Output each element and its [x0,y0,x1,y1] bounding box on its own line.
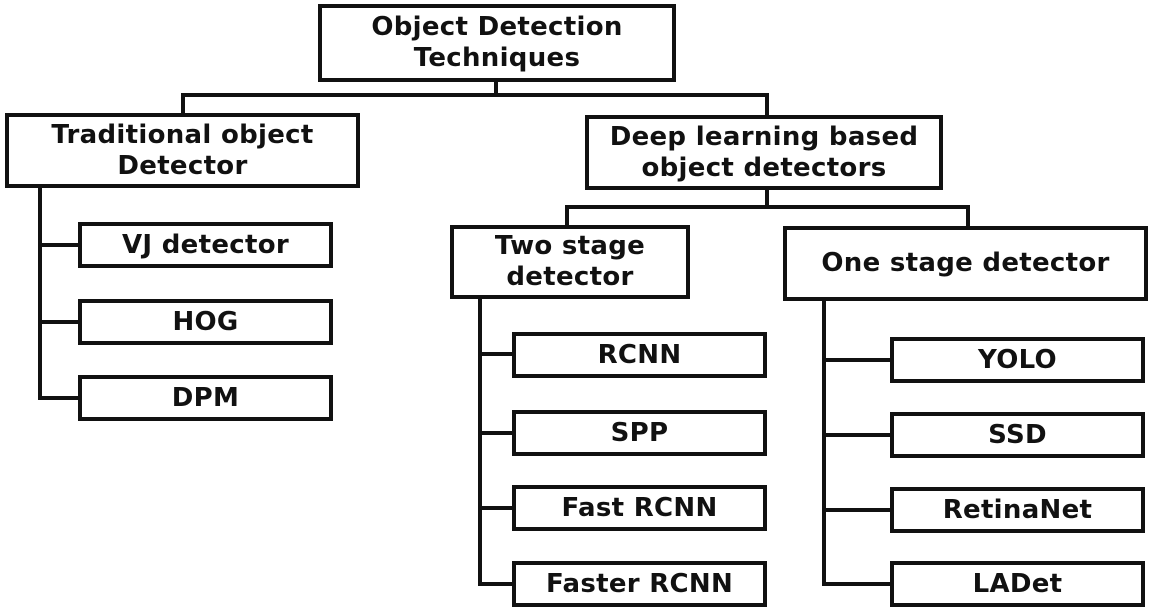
connector-traditional-vj [38,243,78,247]
connector-traditional-hog [38,320,78,324]
node-fast-rcnn: Fast RCNN [512,485,767,531]
node-one-stage: One stage detector [783,226,1148,301]
connector-level2-horizontal [565,205,970,209]
connector-to-two-stage [565,205,569,225]
node-ssd: SSD [890,412,1145,458]
connector-traditional-spine [38,188,42,398]
connector-one-stage-yolo [822,358,890,362]
connector-two-stage-faster-rcnn [478,582,512,586]
node-hog: HOG [78,299,333,345]
node-two-stage: Two stage detector [450,225,690,299]
node-spp: SPP [512,410,767,456]
node-faster-rcnn: Faster RCNN [512,561,767,607]
connector-root-down [494,82,498,96]
node-rcnn: RCNN [512,332,767,378]
connector-traditional-dpm [38,396,78,400]
connector-two-stage-fast-rcnn [478,506,512,510]
connector-two-stage-spp [478,431,512,435]
connector-one-stage-spine [822,301,826,586]
node-deep-learning: Deep learning based object detectors [585,115,943,190]
node-vj-detector: VJ detector [78,222,333,268]
connector-to-traditional [181,93,185,113]
connector-two-stage-spine [478,299,482,586]
connector-one-stage-ssd [822,433,890,437]
connector-two-stage-rcnn [478,352,512,356]
connector-level1-horizontal [181,93,769,97]
node-ladet: LADet [890,561,1145,607]
connector-to-one-stage [966,205,970,226]
node-root: Object Detection Techniques [318,4,676,82]
connector-deep-down [765,190,769,208]
connector-to-deep-learning [765,93,769,115]
node-retinanet: RetinaNet [890,487,1145,533]
connector-one-stage-retinanet [822,508,890,512]
node-yolo: YOLO [890,337,1145,383]
node-dpm: DPM [78,375,333,421]
node-traditional: Traditional object Detector [5,113,360,188]
connector-one-stage-ladet [822,582,890,586]
